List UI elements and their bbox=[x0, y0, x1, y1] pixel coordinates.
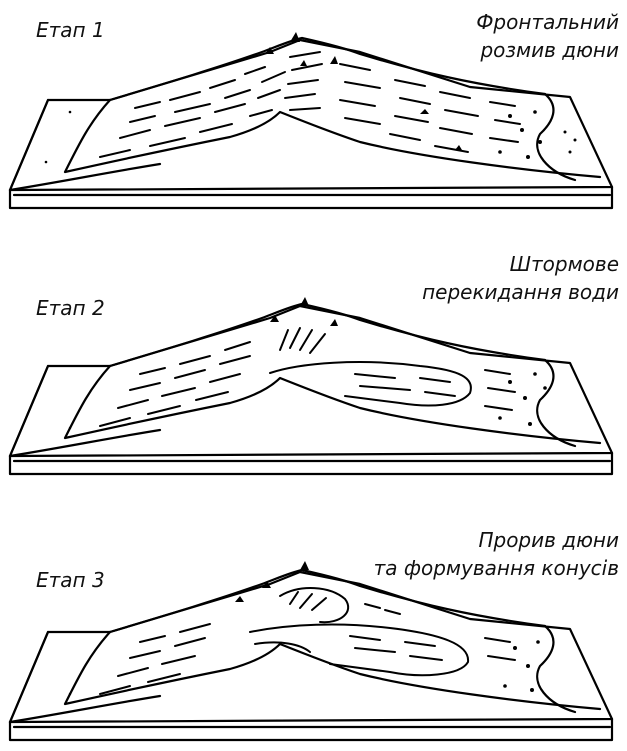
stage-3-description-line-2: та формування конусів bbox=[374, 554, 619, 582]
stage-3-description: Прорив дюни та формування конусів bbox=[374, 526, 619, 582]
stage-3-label: Етап 3 bbox=[36, 568, 105, 592]
stage-1-description: Фронтальний розмив дюни bbox=[476, 8, 619, 64]
stage-1-description-line-2: розмив дюни bbox=[476, 36, 619, 64]
stage-3-panel: Етап 3 Прорив дюни та формування конусів bbox=[0, 500, 627, 750]
stage-2-description: Штормове перекидання води bbox=[422, 250, 619, 306]
stage-2-panel: Етап 2 Штормове перекидання води bbox=[0, 250, 627, 500]
stage-1-panel: Етап 1 Фронтальний розмив дюни bbox=[0, 0, 627, 250]
stage-2-description-line-2: перекидання води bbox=[422, 278, 619, 306]
stage-1-label: Етап 1 bbox=[36, 18, 105, 42]
stage-2-label: Етап 2 bbox=[36, 296, 105, 320]
stage-3-description-line-1: Прорив дюни bbox=[374, 526, 619, 554]
stage-2-description-line-1: Штормове bbox=[422, 250, 619, 278]
stage-1-description-line-1: Фронтальний bbox=[476, 8, 619, 36]
